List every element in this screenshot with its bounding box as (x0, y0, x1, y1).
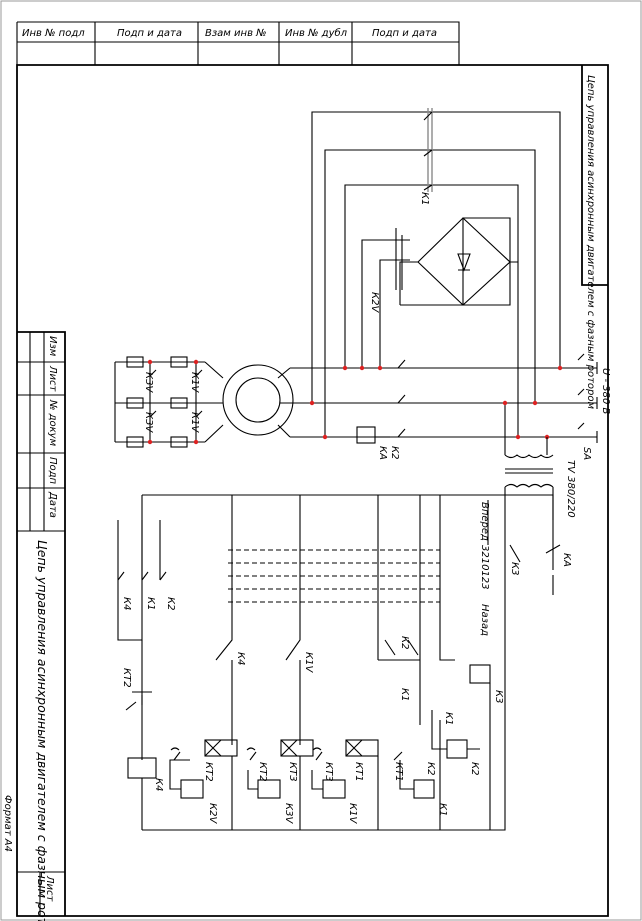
power-circuit (114, 108, 598, 455)
label-kt2-c: КТ2 (121, 668, 132, 688)
stamp-inv-podl: Инв № подл (22, 28, 85, 39)
label-k1v-coil: К1V (347, 803, 358, 824)
label-kt3-b: КТ3 (323, 762, 334, 782)
label-k2: К2 (389, 446, 400, 459)
label-kt2-coil: КТ2 (203, 762, 214, 782)
label-ka: КА (377, 446, 388, 460)
label-k1-coil: К1 (437, 803, 448, 816)
label-k1v-a: К1V (189, 372, 200, 393)
label-k1v-row: К1V (303, 652, 314, 673)
label-k3-coil: К3 (493, 690, 504, 703)
label-kt1-b: КТ1 (393, 762, 404, 782)
control-circuit (117, 487, 561, 831)
label-k2-row: К2 (399, 636, 410, 649)
stamp-podp-data-1: Подп и дата (117, 28, 182, 39)
motor-rotor-icon (235, 377, 281, 423)
label-k4-c: К4 (121, 597, 132, 610)
label-k3v-b: К3V (143, 412, 154, 433)
label-k1-row: К1 (399, 688, 410, 701)
label-kt3-a: КТ3 (287, 762, 298, 782)
label-switch-numbers: 3210123 (479, 545, 490, 590)
label-k2v-coil: К2V (207, 803, 218, 824)
label-nazad: Назад (479, 604, 490, 636)
purpose-text: Цепь управления асинхронным двигателем с… (585, 75, 596, 410)
ka-coil (356, 426, 376, 444)
label-k3v-a: К3V (143, 372, 154, 393)
stamp-inv-dubl: Инв № дубл (285, 27, 348, 39)
label-kt1-a: КТ1 (353, 762, 364, 782)
k3-coil-box (469, 664, 491, 684)
label-u-380: U - 380 В (600, 368, 611, 415)
top-stamp: Инв № подл Подп и дата Взам инв № Инв № … (16, 21, 460, 65)
purpose-box: Цепь управления асинхронным двигателем с… (581, 65, 608, 410)
stamp-vzam-inv: Взам инв № (205, 28, 267, 39)
tb-n-dokum: № докум (47, 399, 58, 447)
label-k2v: К2V (369, 292, 380, 313)
format-text: Формат А4 (2, 795, 13, 852)
diagram-labels: К1 К2V К3V К3V К1V К1V К2 КА U - 380 В S… (121, 192, 611, 824)
tb-list-right: Лист (44, 875, 55, 903)
label-sa: SA (581, 447, 592, 460)
label-k3-sw: К3 (509, 562, 520, 575)
title-block: Изм Лист № докум Подп Дата Цепь управлен… (2, 331, 66, 921)
label-tv: TV 380/220 (565, 460, 576, 518)
tb-podp: Подп (47, 457, 58, 485)
label-kt2-b: КТ2 (257, 762, 268, 782)
label-k1-nc: К1 (443, 712, 454, 725)
label-vpered: Вперед (479, 502, 490, 541)
tb-data: Дата (47, 491, 58, 518)
label-k1-top: К1 (419, 192, 430, 205)
label-k3v-coil: К3V (283, 803, 294, 824)
label-k4-coil: К4 (153, 778, 164, 791)
title-text: Цепь управления асинхронным двигателем с… (35, 540, 50, 921)
label-ka-contact: КА (561, 553, 572, 567)
label-k1v-b: К1V (189, 412, 200, 433)
label-k1-c: К1 (145, 597, 156, 610)
tb-izm: Изм (47, 336, 58, 357)
tb-list: Лист (47, 365, 58, 393)
label-k4-row: К4 (235, 652, 246, 665)
label-k2-coil: К2 (469, 762, 480, 775)
label-k2-c: К2 (165, 597, 176, 610)
motor-stator-icon (222, 364, 294, 436)
transformer-tv (504, 437, 554, 488)
stamp-podp-data-2: Подп и дата (372, 28, 437, 39)
label-k2-b: К2 (425, 762, 436, 775)
